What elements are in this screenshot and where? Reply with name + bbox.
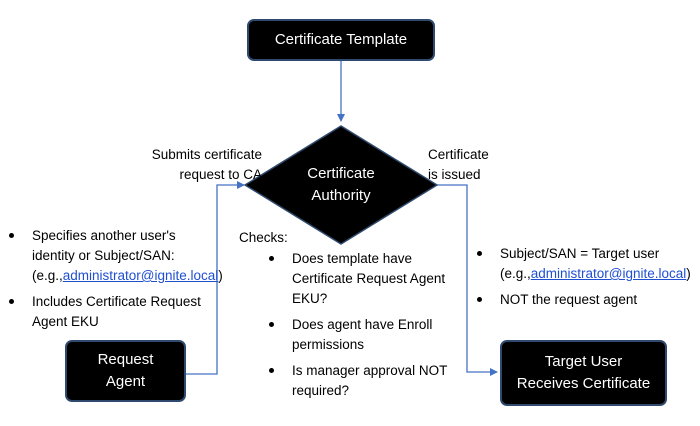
checks-list: Does template have Certificate Request A… [266,249,466,407]
target-user-label-line1: Target User [544,353,623,370]
ca-diamond [243,125,439,245]
ca-label-line2: Authority [311,187,371,204]
list-item: Specifies another user's identity or Sub… [6,226,223,286]
request-agent-notes: Specifies another user's identity or Sub… [6,226,223,338]
certificate-template-label: Certificate Template [274,31,408,48]
list-item: Does template have Certificate Request A… [266,249,466,309]
ca-label: Certificate Authority [281,163,401,207]
certificate-issued-label: Certificate is issued [428,145,548,185]
certificate-template-node: Certificate Template [247,19,435,61]
request-agent-label-line2: Agent [105,373,146,390]
email-link[interactable]: administrator@ignite.local [62,268,219,283]
list-item: NOT the request agent [474,290,698,310]
list-item: Includes Certificate Request Agent EKU [6,292,216,332]
request-agent-node: Request Agent [65,340,186,402]
checks-title: Checks: [239,230,288,245]
email-link[interactable]: administrator@ignite.local [530,266,687,281]
certificate-issued-label-line1: Certificate [428,147,489,162]
target-user-notes: Subject/SAN = Target user (e.g.,administ… [474,244,698,316]
list-item: Does agent have Enroll permissions [266,315,466,355]
request-agent-label-line1: Request [97,351,154,368]
target-user-label-line2: Receives Certificate [516,375,651,392]
connector-ca-to-target [437,184,498,376]
list-item: Is manager approval NOT required? [266,361,466,401]
connector-agent-to-ca [186,181,245,375]
certificate-issued-label-line2: is issued [428,167,481,182]
submit-request-label-line2: request to CA [179,167,262,182]
submit-request-label-line1: Submits certificate [151,147,262,162]
list-item: Subject/SAN = Target user (e.g.,administ… [474,244,698,284]
target-user-node: Target User Receives Certificate [500,340,667,406]
ca-label-line1: Certificate [307,165,375,182]
submit-request-label: Submits certificate request to CA [110,145,262,185]
